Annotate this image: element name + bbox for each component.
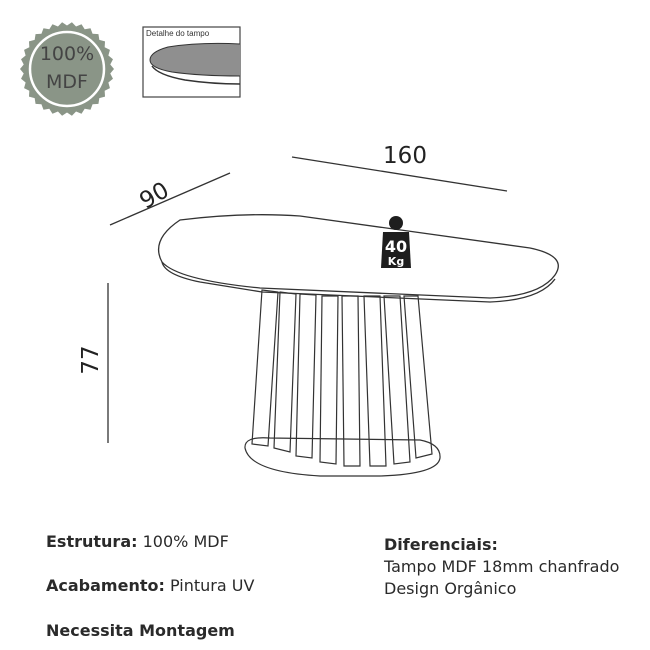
detail-label: Detalhe do tampo <box>146 29 210 38</box>
base-slat <box>363 295 387 467</box>
mdf-seal: 100% MDF <box>20 22 114 116</box>
weight-tag: 40 Kg <box>381 216 411 268</box>
tabletop-edge-shadow <box>151 65 241 85</box>
width-dimension-line <box>109 172 231 226</box>
base-slat <box>251 289 279 447</box>
seal-badge-shape <box>20 22 114 116</box>
seal-line2: MDF <box>46 71 88 93</box>
spec-diferenciais-2: Design Orgânico <box>384 579 517 598</box>
base-slat <box>383 295 411 465</box>
weight-tag-ring <box>389 216 403 230</box>
tabletop-edge <box>161 261 556 303</box>
table-base <box>244 289 441 477</box>
spec-estrutura-label: Estrutura: <box>46 532 138 551</box>
weight-unit: Kg <box>388 255 404 268</box>
width-label: 90 <box>135 177 173 214</box>
seal-inner-ring <box>28 30 106 108</box>
weight-tag-body <box>381 232 411 268</box>
base-slat <box>273 291 297 453</box>
base-slat <box>319 295 339 465</box>
spec-diferenciais-1: Tampo MDF 18mm chanfrado <box>384 557 620 576</box>
spec-estrutura: Estrutura: 100% MDF <box>46 531 229 553</box>
height-label: 77 <box>78 345 104 374</box>
spec-acabamento: Acabamento: Pintura UV <box>46 575 254 597</box>
tabletop-surface <box>157 214 559 299</box>
spec-montagem: Necessita Montagem <box>46 620 235 642</box>
spec-acabamento-label: Acabamento: <box>46 576 165 595</box>
base-slat <box>341 295 361 467</box>
length-dimension-line <box>291 156 508 192</box>
base-slat <box>403 295 433 459</box>
spec-diferenciais-label: Diferenciais: <box>384 535 498 554</box>
base-plinth <box>244 437 441 477</box>
spec-montagem-label: Necessita Montagem <box>46 621 235 640</box>
weight-value: 40 <box>385 237 407 256</box>
tabletop <box>157 214 559 303</box>
spec-diferenciais: Diferenciais: <box>384 534 498 556</box>
tabletop-edge-detail <box>149 42 241 77</box>
base-slat <box>295 293 317 459</box>
detail-box: Detalhe do tampo <box>142 26 241 98</box>
length-label: 160 <box>383 143 427 169</box>
seal-line1: 100% <box>40 43 94 65</box>
spec-acabamento-value: Pintura UV <box>169 576 255 595</box>
spec-estrutura-value: 100% MDF <box>142 532 229 551</box>
